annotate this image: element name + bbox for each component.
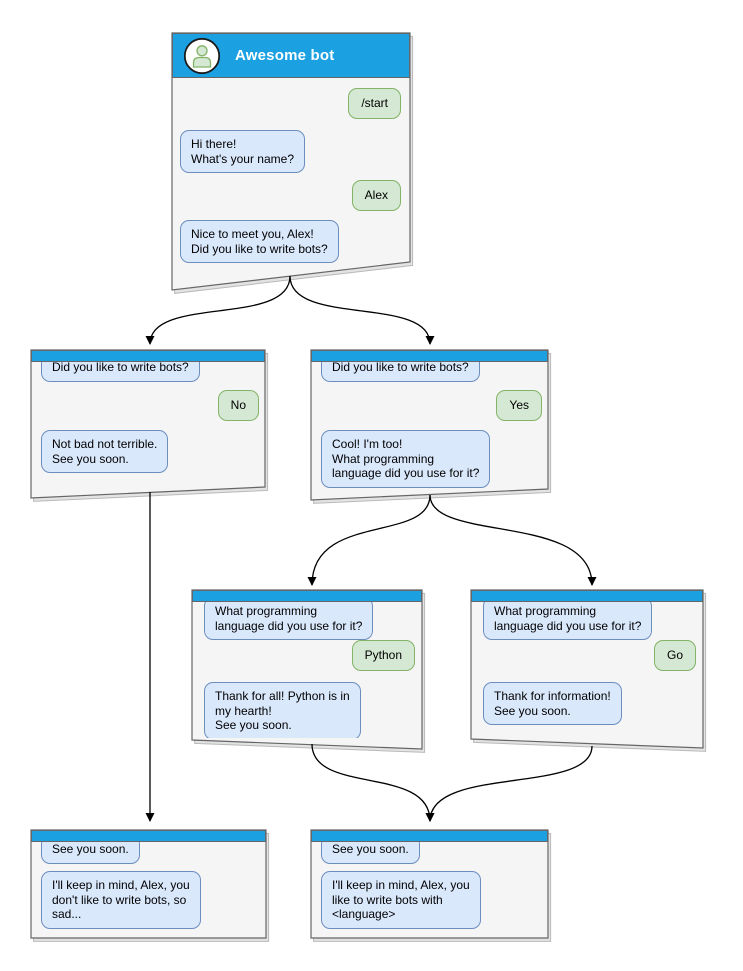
- bot-message-bubble: Nice to meet you, Alex! Did you like to …: [180, 220, 339, 263]
- bot-message-bubble: Did you like to write bots?: [321, 362, 480, 382]
- bot-message-bubble: Not bad not terrible. See you soon.: [41, 430, 169, 474]
- end-yes-body: See you soon. I'll keep in mind, Alex, y…: [311, 842, 548, 936]
- bot-title: Awesome bot: [235, 47, 335, 64]
- go-branch-titlebar: [471, 590, 703, 602]
- user-message-bubble: Yes: [496, 390, 542, 421]
- person-icon: [183, 37, 221, 74]
- bot-message-bubble: Thank for information! See you soon.: [483, 682, 622, 726]
- no-branch-body: Did you like to write bots? No Not bad n…: [31, 362, 265, 490]
- bot-message-bubble: See you soon.: [321, 842, 420, 864]
- yes-branch-titlebar: [311, 350, 548, 362]
- bot-message-bubble: What programming language did you use fo…: [483, 602, 653, 641]
- go-branch-body: What programming language did you use fo…: [471, 602, 703, 738]
- end-yes-titlebar: [311, 830, 548, 842]
- connector-start-to-yes: [289, 275, 435, 345]
- start-window-body: /start Hi there! What's your name? Alex …: [172, 78, 410, 263]
- connector-yes-to-python: [307, 494, 431, 586]
- no-branch-titlebar: [31, 350, 265, 362]
- bot-message-bubble: Thank for all! Python is in my hearth! S…: [204, 682, 361, 738]
- end-no-titlebar: [31, 830, 266, 842]
- start-window-titlebar: Awesome bot: [172, 33, 410, 78]
- connector-python-to-end: [311, 743, 435, 822]
- connector-go-to-end: [425, 745, 593, 822]
- user-message-bubble: Python: [351, 640, 415, 671]
- bot-message-bubble: Did you like to write bots?: [41, 362, 200, 382]
- end-no-body: See you soon. I'll keep in mind, Alex, y…: [31, 842, 266, 936]
- connector-yes-to-go: [429, 494, 597, 586]
- user-message-bubble: Go: [653, 640, 696, 671]
- user-message-bubble: No: [217, 390, 259, 421]
- bot-message-bubble: I'll keep in mind, Alex, you like to wri…: [321, 871, 481, 929]
- bot-message-bubble: Hi there! What's your name?: [180, 130, 306, 174]
- bot-message-bubble: See you soon.: [41, 842, 140, 864]
- yes-branch-body: Did you like to write bots? Yes Cool! I'…: [311, 362, 548, 490]
- user-message-bubble: Alex: [351, 180, 401, 211]
- bot-message-bubble: What programming language did you use fo…: [204, 602, 374, 641]
- python-branch-body: What programming language did you use fo…: [192, 602, 422, 738]
- bot-message-bubble: Cool! I'm too! What programming language…: [321, 430, 491, 488]
- connector-start-to-no: [145, 275, 291, 345]
- bot-message-bubble: I'll keep in mind, Alex, you don't like …: [41, 871, 201, 929]
- user-message-bubble: /start: [348, 88, 401, 119]
- python-branch-titlebar: [192, 590, 422, 602]
